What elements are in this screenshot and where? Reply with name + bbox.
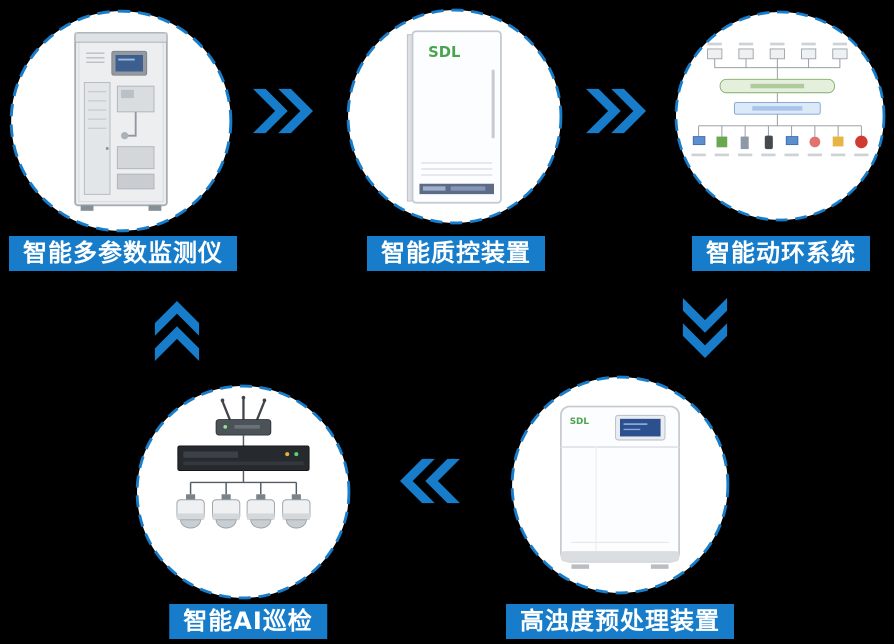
platform-bar	[719, 78, 835, 94]
double-chevron-icon	[400, 458, 460, 504]
cabinet-bottom-strip	[418, 183, 494, 194]
ptz-camera	[282, 494, 311, 529]
nvr-recorder	[177, 445, 310, 472]
pretreatment-unit-illustration: SDL	[509, 374, 731, 596]
flow-arrow-right-1	[253, 88, 313, 134]
double-chevron-icon	[586, 88, 646, 134]
ptz-camera	[176, 494, 205, 529]
monitoring-cabinet-illustration	[8, 8, 234, 234]
double-chevron-icon	[253, 88, 313, 134]
label-env-system: 智能动环系统	[692, 236, 870, 272]
label-quality-control: 智能质控装置	[367, 236, 545, 272]
ptz-camera	[246, 494, 275, 529]
control-screen	[615, 414, 666, 441]
dashed-circle-border	[135, 384, 351, 600]
qc-cabinet-illustration: SDL	[345, 7, 564, 226]
cabinet-vents	[420, 161, 492, 176]
topology-drops	[698, 114, 862, 137]
node-env-system	[673, 9, 887, 223]
node-pretreatment: SDL	[509, 374, 731, 596]
label-pretreatment: 高浊度预处理装置	[506, 604, 734, 640]
wireless-ap	[215, 395, 272, 436]
topology-endpoint-icons	[692, 135, 868, 150]
label-ai-inspection: 智能AI巡检	[169, 604, 327, 640]
node-multi-param-monitor	[8, 8, 234, 234]
flow-arrow-down	[682, 298, 728, 358]
label-multi-param-monitor: 智能多参数监测仪	[9, 236, 237, 272]
cabinet-instruments	[116, 85, 155, 190]
cabinet-top-vents	[86, 52, 105, 64]
network-topology-illustration	[673, 9, 887, 223]
topology-top-devices	[707, 48, 848, 60]
cabinet-screen	[111, 50, 148, 76]
node-ai-inspection	[134, 383, 352, 601]
camera-cabling	[189, 470, 298, 495]
sdl-logo-text: SDL	[428, 44, 460, 61]
cabinet-louvered-door	[83, 82, 111, 195]
topology-links	[714, 58, 841, 80]
double-chevron-icon	[682, 298, 728, 358]
flow-arrow-right-2	[586, 88, 646, 134]
sdl-logo-text-small: SDL	[570, 417, 590, 427]
flow-arrow-up	[154, 301, 200, 361]
ptz-camera	[212, 494, 241, 529]
node-quality-control: SDL	[345, 7, 564, 226]
double-chevron-icon	[154, 301, 200, 361]
dashed-circle-border	[674, 10, 886, 222]
camera-system-illustration	[134, 383, 352, 601]
gateway-bar	[733, 102, 821, 115]
flow-arrow-left	[400, 458, 460, 504]
